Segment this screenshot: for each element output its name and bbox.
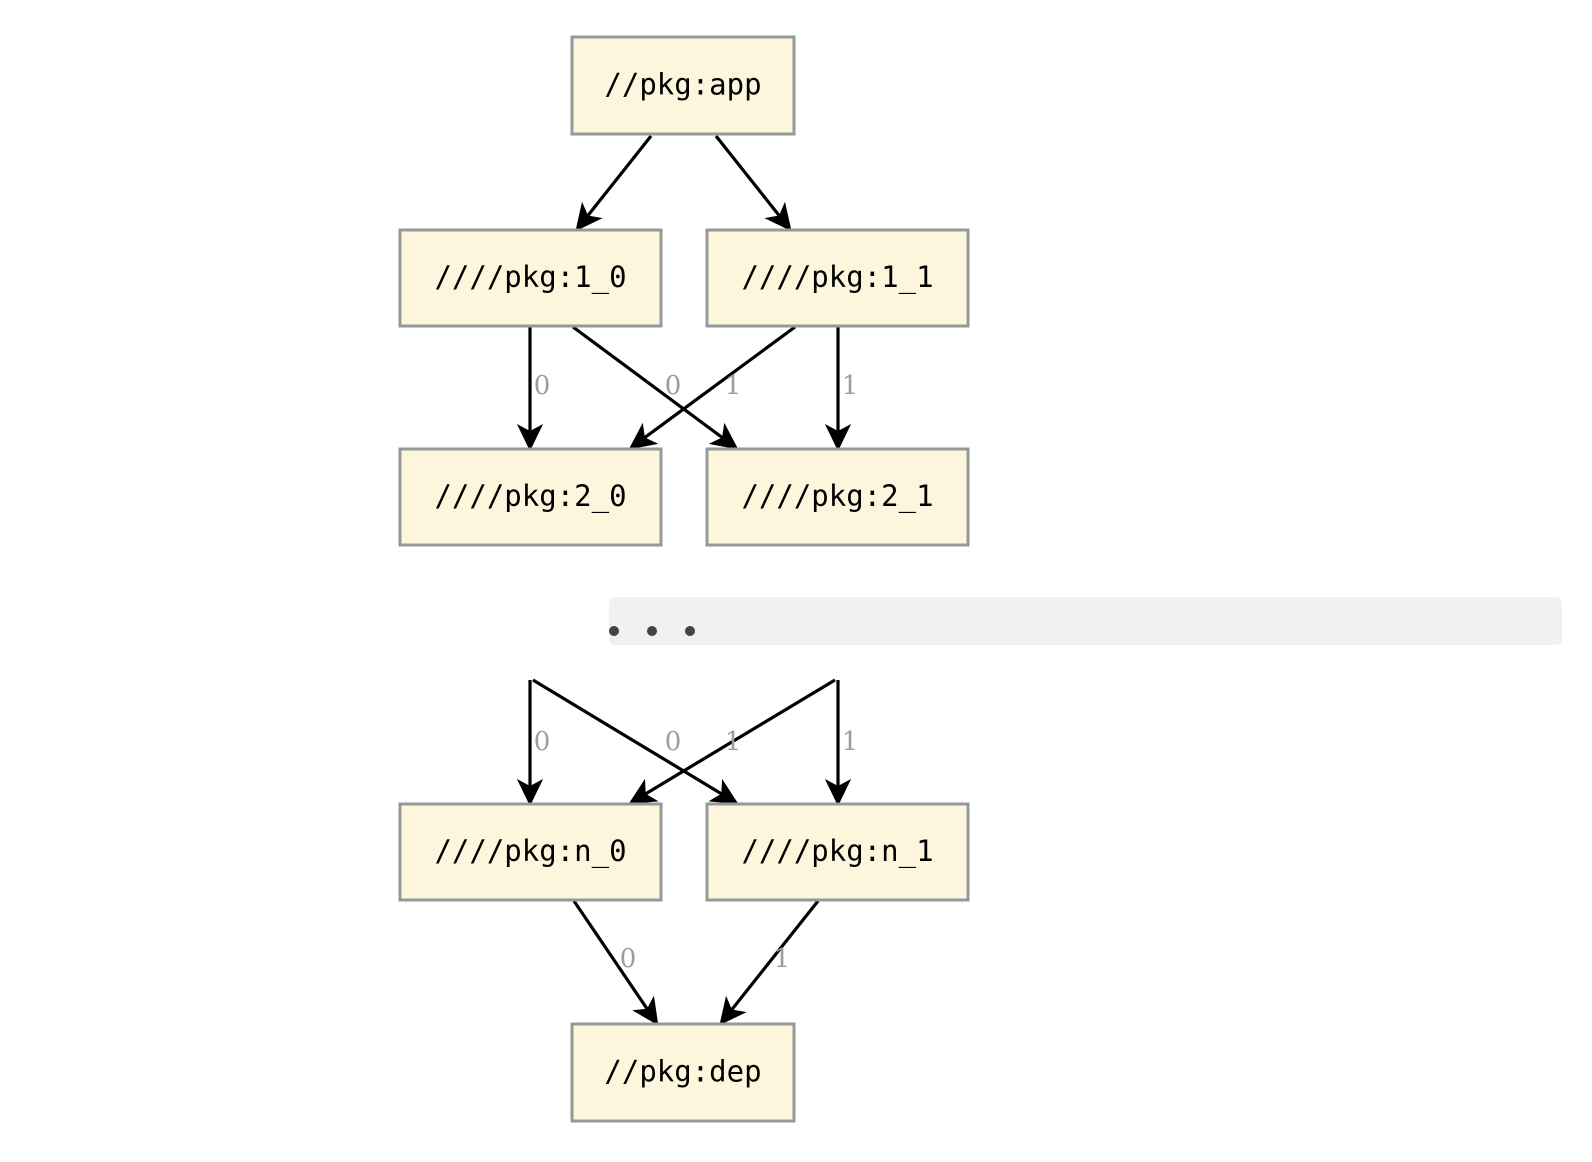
node-app[interactable]: //pkg:app xyxy=(570,35,796,136)
edge-label: 1 xyxy=(842,371,859,401)
node-label: ////pkg:1_1 xyxy=(741,260,933,295)
node-ln_1[interactable]: ////pkg:n_1 xyxy=(705,802,970,902)
node-box[interactable] xyxy=(570,1022,796,1123)
node-box[interactable] xyxy=(705,447,970,547)
node-box[interactable] xyxy=(705,228,970,328)
node-l2_1[interactable]: ////pkg:2_1 xyxy=(705,447,970,547)
node-label: ////pkg:n_0 xyxy=(434,834,626,869)
node-l1_1[interactable]: ////pkg:1_1 xyxy=(705,228,970,328)
ellipsis-dot xyxy=(647,626,657,636)
edge-e-1_1-2_0 xyxy=(628,325,796,450)
edge-label: 0 xyxy=(665,727,682,757)
node-l2_0[interactable]: ////pkg:2_0 xyxy=(398,447,663,547)
edge-label: 0 xyxy=(620,944,637,974)
node-label: //pkg:app xyxy=(604,68,761,102)
node-label: ////pkg:2_0 xyxy=(434,479,626,514)
edge-e-app-1_1 xyxy=(714,135,792,232)
nodes-layer: //pkg:app ////pkg:1_0 ////pkg:1_1 ////pkg:2… xyxy=(398,35,970,1123)
node-l1_0[interactable]: ////pkg:1_0 xyxy=(398,228,663,328)
edge-e-1_0-2_1 xyxy=(572,325,739,450)
edge-label: 1 xyxy=(774,944,791,974)
node-box[interactable] xyxy=(705,802,970,902)
node-dep[interactable]: //pkg:dep xyxy=(570,1022,796,1123)
edge-label: 1 xyxy=(725,727,742,757)
edge-label: 0 xyxy=(534,727,551,757)
ellipsis-layer xyxy=(609,597,1562,645)
node-label: ////pkg:2_1 xyxy=(741,479,933,514)
node-label: //pkg:dep xyxy=(604,1055,761,1089)
node-box[interactable] xyxy=(398,802,663,902)
node-box[interactable] xyxy=(570,35,796,136)
edge-e-n_1-dep xyxy=(719,900,820,1026)
ellipsis-dot xyxy=(609,626,619,636)
node-ln_0[interactable]: ////pkg:n_0 xyxy=(398,802,663,902)
edge-labels-layer: 0 0 1 1 0 0 1 1 0 1 xyxy=(534,371,859,974)
edge-label: 0 xyxy=(534,371,551,401)
edge-e-cut-n_0x xyxy=(628,678,836,805)
node-label: ////pkg:1_0 xyxy=(434,260,626,295)
edge-e-app-1_0 xyxy=(575,135,653,232)
truncation-band xyxy=(609,597,1562,645)
edge-label: 1 xyxy=(725,371,742,401)
edge-e-n_0-dep xyxy=(572,900,659,1026)
edge-e-cut-n_1x xyxy=(532,678,739,805)
node-box[interactable] xyxy=(398,228,663,328)
node-label: ////pkg:n_1 xyxy=(741,834,933,869)
edge-label: 1 xyxy=(842,727,859,757)
edges-layer xyxy=(516,135,852,1026)
edge-label: 0 xyxy=(665,371,682,401)
ellipsis-dot xyxy=(685,626,695,636)
node-box[interactable] xyxy=(398,447,663,547)
